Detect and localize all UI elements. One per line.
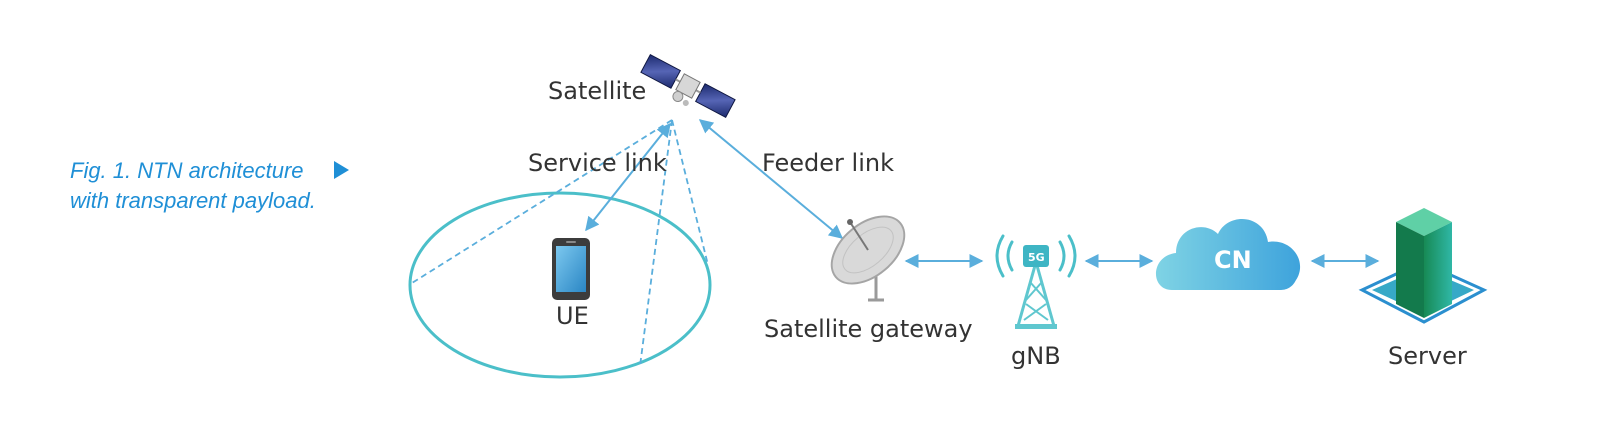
smartphone-icon [552,238,590,300]
satellite-dish-icon [830,215,906,302]
gnb-label: gNB [1011,342,1061,370]
caption-line-1: Fig. 1. NTN architecture [70,158,304,183]
ue-label: UE [556,302,589,330]
cloud-icon: CN [1155,219,1301,290]
satellite-icon [640,53,736,119]
cell-tower-icon: 5G [995,234,1077,329]
server-icon [1358,208,1488,324]
feeder-link-label: Feeder link [762,149,894,177]
service-link-label: Service link [528,149,667,177]
caption-line-2: with transparent payload. [70,188,316,213]
satellite-label: Satellite [548,77,646,105]
caption-line-1-wrap: Fig. 1. NTN architecture [70,156,350,186]
feeder-link-arrow [698,119,844,239]
service-link-arrow [585,122,671,232]
triangle-right-icon [334,161,349,179]
figure-caption: Fig. 1. NTN architecture with transparen… [70,156,350,216]
coverage-area [408,191,712,379]
5g-badge: 5G [1028,251,1045,264]
cn-label: CN [1214,246,1252,274]
satellite-gateway-label: Satellite gateway [764,315,973,343]
server-label: Server [1388,342,1467,370]
